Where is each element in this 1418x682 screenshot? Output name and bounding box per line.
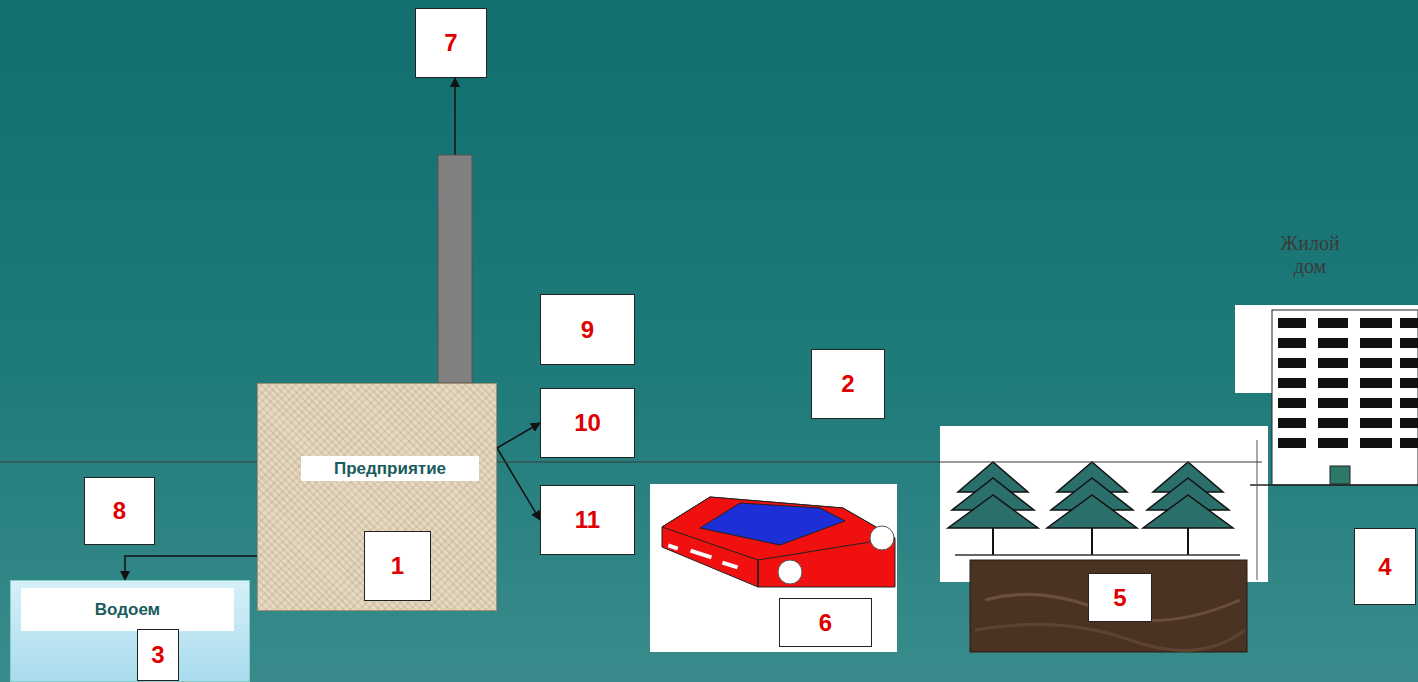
callout-box: 8 <box>84 477 155 545</box>
callout-number: 4 <box>1378 553 1391 581</box>
flow-arrow <box>125 556 257 580</box>
callout-box: 7 <box>415 8 487 78</box>
forest-panel <box>940 426 1268 582</box>
water-label: Водоем <box>21 588 234 631</box>
callout-number: 8 <box>113 497 126 525</box>
callout-box: 9 <box>540 294 635 365</box>
callout-number: 11 <box>575 506 600 534</box>
callout-box: 11 <box>540 485 635 555</box>
car-figure <box>662 497 895 587</box>
callout-box: 2 <box>811 349 885 419</box>
chimney <box>438 155 472 383</box>
callout-number: 10 <box>574 409 601 437</box>
callout-number: 5 <box>1113 584 1126 612</box>
callout-box: 10 <box>540 388 635 458</box>
callout-box: 6 <box>779 598 872 647</box>
callout-box: 3 <box>137 629 179 681</box>
enterprise-box: Предприятие 1 <box>257 383 497 611</box>
ground-line <box>0 461 1262 462</box>
building-label: Жилой дом <box>1262 232 1358 278</box>
water-body: Водоем 3 <box>10 580 250 682</box>
callout-number: 1 <box>391 552 404 580</box>
callout-number: 9 <box>581 316 594 344</box>
soil <box>970 560 1247 652</box>
callout-number: 3 <box>151 641 164 669</box>
callout-number: 2 <box>841 370 854 398</box>
callout-box: 5 <box>1088 573 1152 622</box>
car-panel <box>650 484 897 652</box>
flow-arrow <box>497 448 540 520</box>
callout-number: 6 <box>819 609 832 637</box>
enterprise-label: Предприятие <box>301 456 479 481</box>
flow-arrow <box>497 423 540 448</box>
tree-figures <box>948 462 1240 555</box>
callout-number: 7 <box>444 29 457 57</box>
callout-box: 1 <box>364 531 431 601</box>
callout-box: 4 <box>1354 528 1416 605</box>
